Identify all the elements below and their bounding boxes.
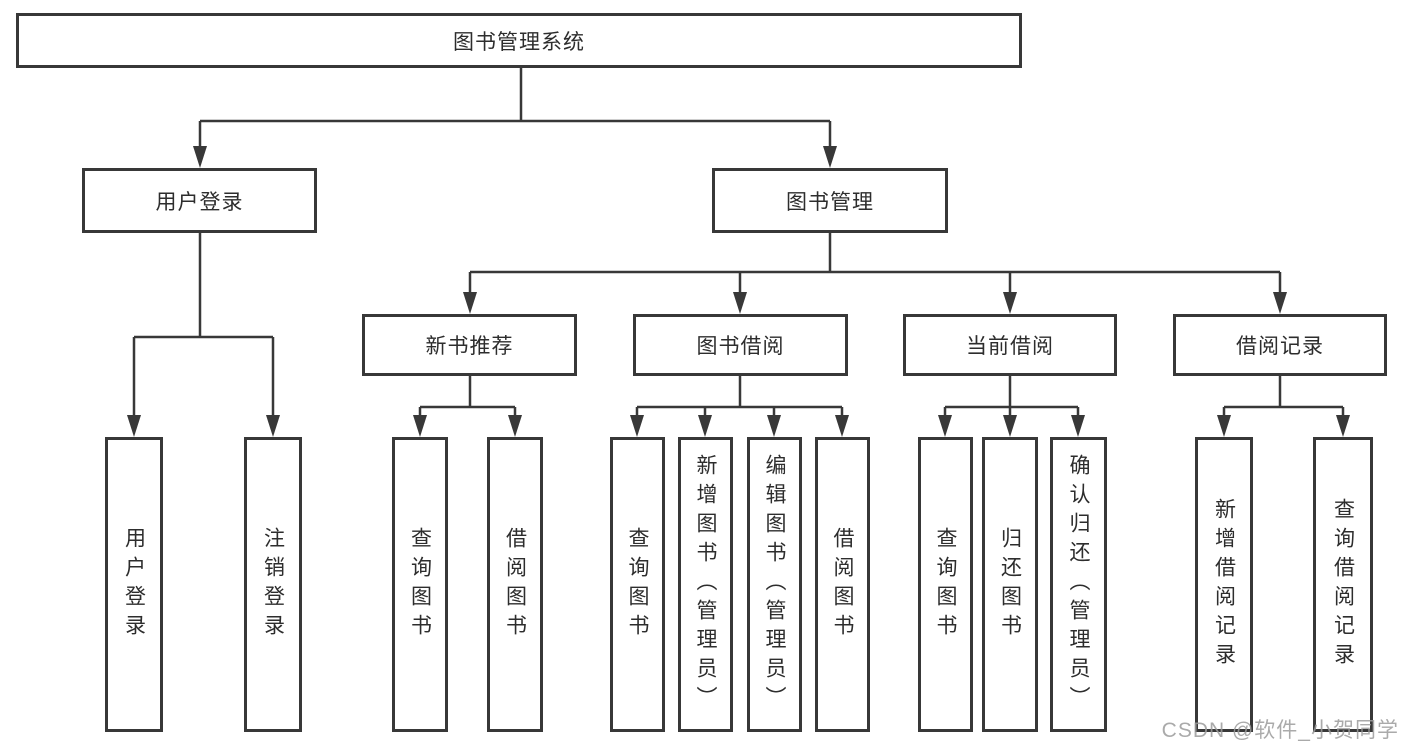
leaf-borrow-books-recommend-label: 借阅图书	[503, 526, 527, 643]
leaf-query-books-borrowing: 查询图书	[610, 437, 665, 732]
connector-root-to-level2	[198, 68, 832, 152]
leaf-add-books-admin: 新增图书（管理员）	[678, 437, 733, 732]
leaf-query-books-current-label: 查询图书	[934, 526, 957, 643]
leaf-add-borrow-record: 新增借阅记录	[1195, 437, 1253, 732]
leaf-borrow-books-borrowing-label: 借阅图书	[831, 526, 854, 643]
arrowhead-icon	[698, 415, 712, 437]
node-new-book-recommendation: 新书推荐	[362, 314, 577, 376]
arrowhead-icon	[938, 415, 952, 437]
leaf-query-books-current: 查询图书	[918, 437, 973, 732]
arrowhead-icon	[630, 415, 644, 437]
arrowhead-icon	[463, 292, 477, 314]
arrowheads	[127, 146, 1350, 437]
arrowhead-icon	[1003, 415, 1017, 437]
connector-newbook-to-leaves	[418, 376, 517, 419]
arrowhead-icon	[1071, 415, 1085, 437]
arrowhead-icon	[1336, 415, 1350, 437]
connector-bookmgmt-to-level3	[468, 233, 1282, 296]
node-book-borrowing-label: 图书借阅	[696, 335, 785, 358]
arrowhead-icon	[508, 415, 522, 437]
leaf-return-books-label: 归还图书	[998, 526, 1022, 643]
arrowhead-icon	[127, 415, 141, 437]
node-user-login: 用户登录	[82, 168, 317, 233]
leaf-query-books-borrowing-label: 查询图书	[626, 526, 649, 643]
arrowhead-icon	[733, 292, 747, 314]
leaf-add-books-admin-label: 新增图书（管理员）	[694, 454, 717, 715]
node-book-management-label: 图书管理	[786, 190, 874, 214]
arrowhead-icon	[1273, 292, 1287, 314]
leaf-query-borrow-record-label: 查询借阅记录	[1331, 497, 1355, 672]
node-new-book-recommendation-label: 新书推荐	[425, 335, 514, 358]
arrowhead-icon	[266, 415, 280, 437]
leaf-confirm-return-admin-label: 确认归还（管理员）	[1067, 454, 1090, 715]
connector-records-to-leaves	[1222, 376, 1345, 419]
leaf-borrow-books-recommend: 借阅图书	[487, 437, 543, 732]
arrowhead-icon	[1003, 292, 1017, 314]
leaf-query-borrow-record: 查询借阅记录	[1313, 437, 1373, 732]
leaf-add-borrow-record-label: 新增借阅记录	[1212, 497, 1236, 672]
leaf-logout: 注销登录	[244, 437, 302, 732]
leaf-edit-books-admin-label: 编辑图书（管理员）	[763, 454, 786, 715]
leaf-query-books-recommend: 查询图书	[392, 437, 448, 732]
leaf-edit-books-admin: 编辑图书（管理员）	[747, 437, 802, 732]
node-root-label: 图书管理系统	[453, 30, 585, 54]
node-book-borrowing: 图书借阅	[633, 314, 848, 376]
node-borrowing-records: 借阅记录	[1173, 314, 1387, 376]
leaf-logout-label: 注销登录	[261, 526, 285, 643]
node-user-login-label: 用户登录	[155, 190, 244, 214]
arrowhead-icon	[1217, 415, 1231, 437]
node-current-borrowing: 当前借阅	[903, 314, 1117, 376]
arrowhead-icon	[193, 146, 207, 168]
leaf-return-books: 归还图书	[982, 437, 1038, 732]
leaf-confirm-return-admin: 确认归还（管理员）	[1050, 437, 1107, 732]
leaf-user-login: 用户登录	[105, 437, 163, 732]
arrowhead-icon	[767, 415, 781, 437]
node-current-borrowing-label: 当前借阅	[966, 335, 1054, 358]
arrowhead-icon	[835, 415, 849, 437]
leaf-query-books-recommend-label: 查询图书	[408, 526, 432, 643]
node-borrowing-records-label: 借阅记录	[1236, 335, 1324, 358]
leaf-borrow-books-borrowing: 借阅图书	[815, 437, 870, 732]
connector-userlogin-to-leaves	[132, 233, 275, 419]
arrowhead-icon	[823, 146, 837, 168]
arrowhead-icon	[413, 415, 427, 437]
connector-bookborrow-to-leaves	[635, 376, 844, 419]
leaf-user-login-label: 用户登录	[122, 526, 146, 643]
csdn-watermark: CSDN @软件_小贺同学	[1161, 719, 1399, 742]
node-book-management: 图书管理	[712, 168, 948, 233]
node-root-library-system: 图书管理系统	[16, 13, 1022, 68]
connector-currentborrow-to-leaves	[943, 376, 1080, 419]
